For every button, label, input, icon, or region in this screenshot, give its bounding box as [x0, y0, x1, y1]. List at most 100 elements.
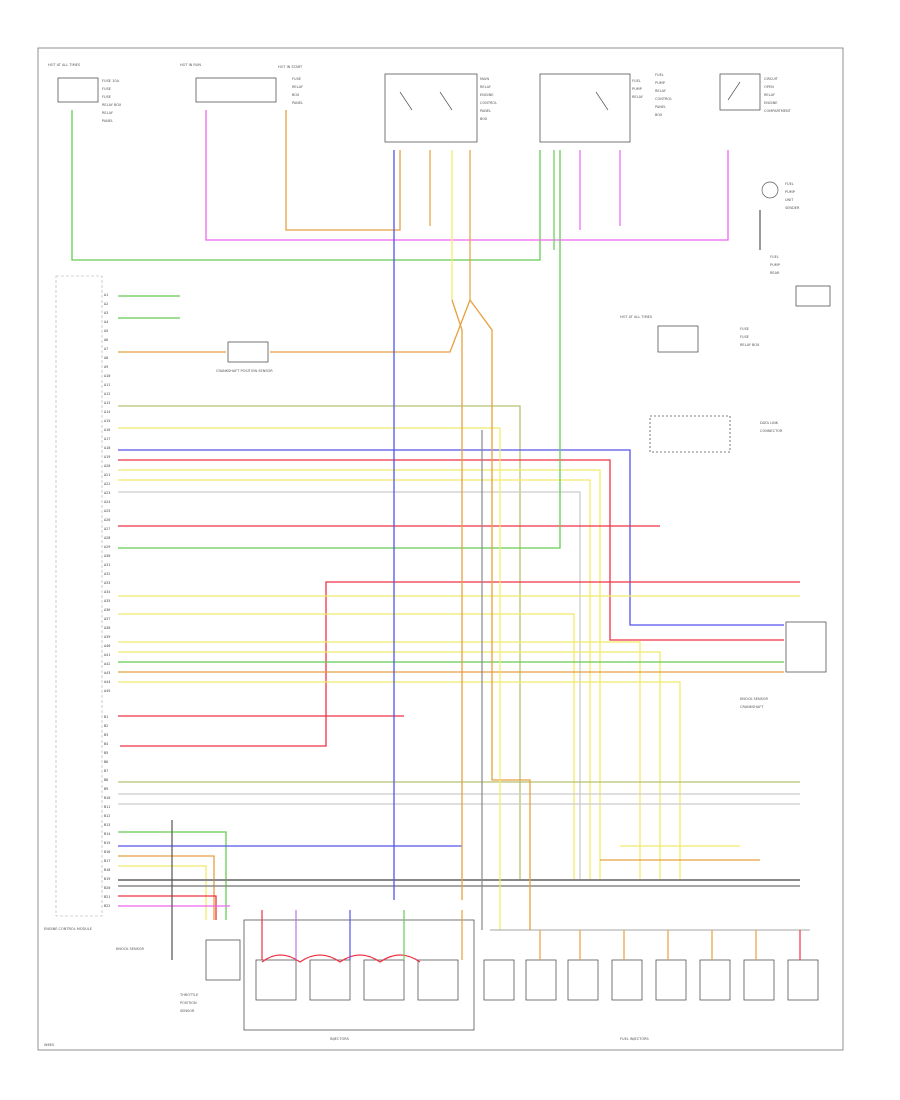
svg-text:B11: B11 — [104, 805, 110, 809]
svg-text:A2: A2 — [104, 302, 108, 306]
svg-text:PANEL: PANEL — [655, 105, 666, 109]
throttle-sensor-bottom: THROTTLE POSITION SENSOR — [179, 939, 241, 1013]
top-wires — [71, 110, 761, 300]
svg-text:BOX: BOX — [480, 117, 488, 121]
svg-text:A17: A17 — [104, 437, 110, 441]
svg-text:A7: A7 — [104, 347, 108, 351]
right-top-relay: CIRCUIT OPEN RELAY ENGINE COMPARTMENT — [719, 73, 792, 113]
svg-text:A28: A28 — [104, 536, 110, 540]
svg-text:A10: A10 — [104, 374, 110, 378]
svg-text:PANEL: PANEL — [102, 119, 113, 123]
svg-text:A18: A18 — [104, 446, 110, 450]
svg-text:REAR: REAR — [770, 271, 780, 275]
svg-text:B17: B17 — [104, 859, 110, 863]
footer-code: W6E0 — [44, 1043, 54, 1047]
svg-text:PUMP: PUMP — [655, 81, 665, 85]
svg-text:A8: A8 — [104, 356, 108, 360]
svg-text:DATA LINK: DATA LINK — [760, 421, 779, 425]
right-connectors: HOT AT ALL TIMES FUSE FUSE RELAY BOX DAT… — [620, 285, 831, 709]
svg-text:FUSE: FUSE — [102, 87, 111, 91]
svg-text:A30: A30 — [104, 554, 110, 558]
svg-text:HOT AT ALL TIMES: HOT AT ALL TIMES — [48, 63, 81, 67]
svg-text:CRANKSHAFT: CRANKSHAFT — [740, 705, 764, 709]
svg-text:B4: B4 — [104, 742, 108, 746]
ignition-coil-group: INJECTORS — [243, 910, 475, 1041]
svg-text:B1: B1 — [104, 715, 108, 719]
svg-text:A29: A29 — [104, 545, 110, 549]
svg-text:KNOCK SENSOR: KNOCK SENSOR — [116, 947, 145, 951]
svg-text:A13: A13 — [104, 401, 110, 405]
svg-text:ENGINE: ENGINE — [480, 93, 493, 97]
svg-text:FUSE 10A: FUSE 10A — [102, 79, 120, 83]
svg-text:A25: A25 — [104, 509, 110, 513]
svg-text:A41: A41 — [104, 653, 110, 657]
svg-text:A36: A36 — [104, 608, 110, 612]
ecm-wires: CRANKSHAFT POSITION SENSOR — [118, 150, 800, 920]
svg-text:KNOCK SENSOR: KNOCK SENSOR — [740, 697, 769, 701]
main-relay: MAIN RELAY ENGINE CONTROL PANEL BOX — [384, 73, 497, 143]
svg-text:A15: A15 — [104, 419, 110, 423]
svg-text:RELAY: RELAY — [292, 85, 304, 89]
svg-text:FUEL: FUEL — [770, 255, 779, 259]
svg-text:FUSE: FUSE — [292, 77, 301, 81]
svg-text:HOT AT ALL TIMES: HOT AT ALL TIMES — [620, 315, 653, 319]
knock-sensor-bottom: KNOCK SENSOR — [116, 820, 173, 960]
svg-text:A37: A37 — [104, 617, 110, 621]
svg-text:B2: B2 — [104, 724, 108, 728]
svg-text:A11: A11 — [104, 383, 110, 387]
svg-text:SENSOR: SENSOR — [180, 1009, 195, 1013]
svg-text:BOX: BOX — [655, 113, 663, 117]
fuel-pump-relay: FUEL PUMP RELAY FUEL PUMP RELAY CONTROL … — [539, 73, 672, 143]
svg-text:PANEL: PANEL — [292, 101, 303, 105]
svg-text:A45: A45 — [104, 689, 110, 693]
svg-text:A42: A42 — [104, 662, 110, 666]
svg-text:A3: A3 — [104, 311, 108, 315]
top-mid-connector-group: HOT IN RUN HOT IN START FUSE RELAY BOX P… — [180, 63, 304, 105]
svg-text:COMPARTMENT: COMPARTMENT — [764, 109, 792, 113]
svg-text:RELAY: RELAY — [764, 93, 776, 97]
svg-text:B5: B5 — [104, 751, 108, 755]
svg-text:B7: B7 — [104, 769, 108, 773]
svg-text:RELAY BOX: RELAY BOX — [102, 103, 122, 107]
svg-text:B3: B3 — [104, 733, 108, 737]
ignition-coil-label: INJECTORS — [330, 1037, 350, 1041]
svg-text:A24: A24 — [104, 500, 110, 504]
svg-text:A22: A22 — [104, 482, 110, 486]
svg-text:A5: A5 — [104, 329, 108, 333]
svg-text:A21: A21 — [104, 473, 110, 477]
svg-text:FUEL: FUEL — [632, 79, 641, 83]
svg-text:PUMP: PUMP — [770, 263, 780, 267]
svg-text:THROTTLE: THROTTLE — [179, 993, 198, 997]
svg-text:A35: A35 — [104, 599, 110, 603]
svg-text:A27: A27 — [104, 527, 110, 531]
svg-text:B16: B16 — [104, 850, 110, 854]
svg-text:CONNECTOR: CONNECTOR — [760, 429, 783, 433]
ecm-label: ENGINE CONTROL MODULE — [44, 927, 92, 931]
svg-text:A40: A40 — [104, 644, 110, 648]
svg-text:B12: B12 — [104, 814, 110, 818]
svg-text:CONTROL: CONTROL — [480, 101, 497, 105]
svg-text:RELAY BOX: RELAY BOX — [740, 343, 760, 347]
svg-text:B15: B15 — [104, 841, 110, 845]
svg-text:B10: B10 — [104, 796, 110, 800]
svg-text:BOX: BOX — [292, 93, 300, 97]
diagram-border — [37, 47, 844, 1051]
svg-text:B21: B21 — [104, 895, 110, 899]
svg-text:A34: A34 — [104, 590, 110, 594]
svg-text:CONTROL: CONTROL — [655, 97, 672, 101]
svg-text:B19: B19 — [104, 877, 110, 881]
svg-text:B13: B13 — [104, 823, 110, 827]
svg-text:UNIT: UNIT — [785, 198, 794, 202]
svg-text:HOT IN START: HOT IN START — [278, 65, 303, 69]
svg-text:CIRCUIT: CIRCUIT — [764, 77, 779, 81]
svg-text:RELAY: RELAY — [655, 89, 667, 93]
svg-text:FUEL: FUEL — [655, 73, 664, 77]
vertical-bundle-wires — [393, 150, 531, 930]
fuel-injectors-label: FUEL INJECTORS — [620, 1037, 650, 1041]
svg-text:B9: B9 — [104, 787, 108, 791]
svg-text:B14: B14 — [104, 832, 110, 836]
svg-text:B18: B18 — [104, 868, 110, 872]
svg-text:A14: A14 — [104, 410, 110, 414]
svg-text:A4: A4 — [104, 320, 108, 324]
fuel-pump-right: FUEL PUMP UNIT SENDER FUEL PUMP REAR — [761, 181, 800, 275]
